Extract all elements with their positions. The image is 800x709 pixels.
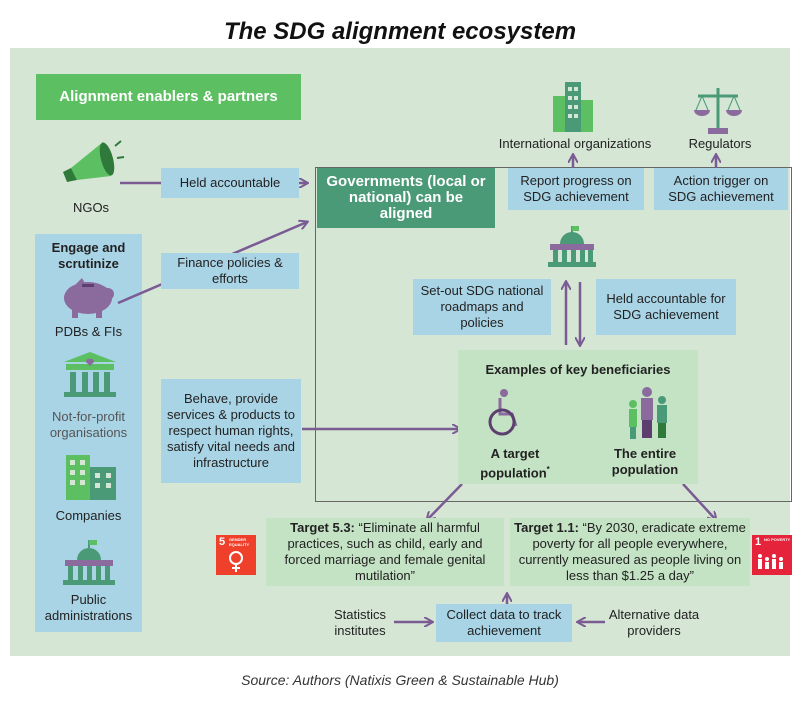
sdg5-number: 5 xyxy=(219,536,226,548)
beneficiaries-title: Examples of key beneficiaries xyxy=(485,362,671,377)
nonprofit-label: Not-for-profit organisations xyxy=(49,409,128,440)
scales-icon xyxy=(694,88,742,134)
arrow-to-t11 xyxy=(682,483,716,520)
megaphone-icon xyxy=(63,140,125,182)
page-title: The SDG alignment ecosystem xyxy=(223,18,577,45)
collect-data-box: Collect data to track achievement xyxy=(436,604,572,642)
enablers-header: Alignment enablers & partners xyxy=(36,74,301,120)
ngos-label: NGOs xyxy=(72,200,110,215)
capitol-building-icon xyxy=(63,540,115,585)
report-progress-box: Report progress on SDG achievement xyxy=(508,168,644,210)
people-group-icon xyxy=(629,387,667,439)
target-5-3-text: “Eliminate all harmful practices, such a… xyxy=(284,520,486,583)
setout-roadmaps-box: Set-out SDG national roadmaps and polici… xyxy=(413,279,551,335)
behave-box: Behave, provide services & products to r… xyxy=(161,379,301,483)
target-5-3-label: Target 5.3: xyxy=(290,520,355,535)
held-accountable-box: Held accountable xyxy=(161,168,299,198)
governments-box: Governments (local or national) can be a… xyxy=(317,168,495,228)
alt-data-label: Alternative data providers xyxy=(608,607,700,638)
arrow-to-t53 xyxy=(427,483,463,520)
statistics-label: Statistics institutes xyxy=(333,607,386,638)
target-population-label: A target population* xyxy=(465,446,565,481)
gender-symbol-icon xyxy=(229,551,243,572)
wheelchair-icon xyxy=(488,389,518,436)
sdg1-badge: 1 NO POVERTY xyxy=(752,535,792,575)
public-admin-label: Public administrations xyxy=(44,592,133,623)
engage-label: Engage and scrutinize xyxy=(51,240,126,271)
finance-box: Finance policies & efforts xyxy=(161,253,299,289)
sdg1-number: 1 xyxy=(755,536,762,548)
family-icon xyxy=(758,554,783,569)
target-population-text: A target population xyxy=(480,446,547,481)
pdbs-label: PDBs & FIs xyxy=(54,324,123,339)
held-accountable-sdg-box: Held accountable for SDG achievement xyxy=(596,279,736,335)
entire-population-label: The entire population xyxy=(611,446,679,477)
target-1-1-box: Target 1.1: “By 2030, eradicate extreme … xyxy=(510,518,750,586)
regulators-label: Regulators xyxy=(688,136,752,151)
governments-outline xyxy=(315,167,792,502)
companies-label: Companies xyxy=(55,508,122,523)
government-building-icon xyxy=(548,226,596,267)
target-1-1-label: Target 1.1: xyxy=(514,520,579,535)
companies-building-icon xyxy=(66,455,116,500)
source-note: Source: Authors (Natixis Green & Sustain… xyxy=(241,672,559,688)
sdg1-text: NO POVERTY xyxy=(764,537,791,542)
target-5-3-box: Target 5.3: “Eliminate all harmful pract… xyxy=(266,518,504,586)
piggy-bank-icon xyxy=(64,278,114,318)
sdg5-badge: 5 GENDER EQUALITY xyxy=(216,535,256,575)
sdg5-text: GENDER EQUALITY xyxy=(229,537,250,547)
footnote-mark: * xyxy=(546,465,550,474)
intl-orgs-label: International organizations xyxy=(498,136,652,151)
skyscraper-icon xyxy=(553,82,593,132)
nonprofit-building-icon xyxy=(64,352,116,397)
target-1-1-text: “By 2030, eradicate extreme poverty for … xyxy=(518,520,746,583)
action-trigger-box: Action trigger on SDG achievement xyxy=(654,168,788,210)
